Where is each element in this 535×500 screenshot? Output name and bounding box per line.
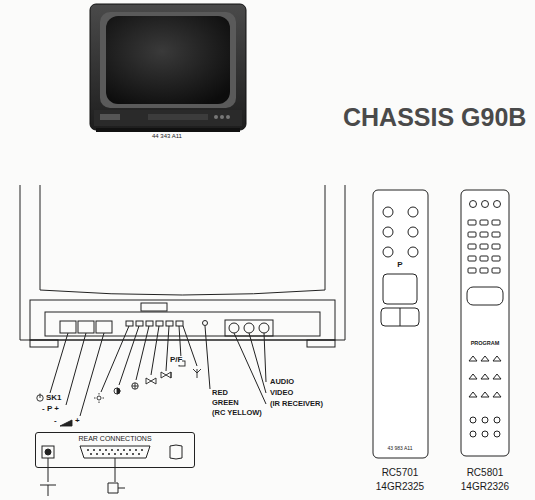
scart-pins (87, 449, 143, 455)
indicator-label: (RC YELLOW) (212, 409, 262, 417)
indicator-label: GREEN (212, 399, 239, 407)
remote-code: 43 983 A11 (388, 446, 413, 452)
remote-button (469, 374, 477, 379)
remote-button (480, 220, 488, 225)
indicator-label: RED (212, 389, 228, 397)
remote-button (468, 256, 476, 261)
remote-button (468, 244, 476, 249)
photo-code: 44 343 A11 (152, 133, 182, 140)
remote-model: RC5801 (467, 467, 504, 478)
control-label: - P + (42, 405, 59, 414)
remote-button (494, 431, 500, 437)
remote-button (482, 431, 488, 437)
socket-label: (IR RECEIVER) (270, 400, 323, 408)
remote-button (480, 256, 488, 261)
scart-pin (102, 453, 104, 455)
scart-pin (138, 453, 140, 455)
front-view (20, 185, 345, 416)
remote-button (470, 417, 476, 423)
scart-pin (141, 449, 143, 451)
remote-key-label: PROGRAM (471, 340, 500, 346)
scart-pin (123, 449, 125, 451)
socket-label: VIDEO (270, 389, 293, 397)
remote-button (469, 356, 477, 361)
remote-button (492, 256, 500, 261)
control-label: P/F (170, 356, 182, 365)
remote-button (494, 417, 500, 423)
remote-button (480, 268, 488, 273)
remote-key-label: P (397, 261, 402, 270)
scart-pin (120, 453, 122, 455)
remote-model: 14GR2325 (376, 481, 424, 492)
remote-button (468, 268, 476, 273)
rear-panel-box: REAR CONNECTIONS (35, 432, 195, 468)
remote-button (493, 374, 501, 379)
scart-pin (90, 453, 92, 455)
panel-heading: REAR CONNECTIONS (36, 433, 194, 443)
remote-rc5701 (373, 190, 428, 458)
scart-pin (129, 449, 131, 451)
remote-button (481, 392, 489, 397)
socket-label: AUDIO (270, 378, 294, 386)
scart-pin (111, 449, 113, 451)
remote-button (492, 220, 500, 225)
remote-model: RC5701 (382, 467, 419, 478)
scart-pin (132, 453, 134, 455)
tv-photo (90, 4, 246, 132)
remote-model: 14GR2326 (461, 481, 509, 492)
remote-button (493, 392, 501, 397)
scart-pin (87, 449, 89, 451)
scart-pin (99, 449, 101, 451)
control-label: - (54, 417, 57, 426)
remote-button (470, 201, 477, 208)
remote-button (481, 374, 489, 379)
scart-pin (96, 453, 98, 455)
control-label: SK1 (46, 394, 62, 403)
remote-button (467, 287, 503, 305)
remote-button (482, 417, 488, 423)
remote-button (482, 201, 489, 208)
scart-pin (93, 449, 95, 451)
remote-button (468, 220, 476, 225)
scart-pin (117, 449, 119, 451)
remote-button (494, 201, 501, 208)
chassis-title: CHASSIS G90B (343, 104, 526, 132)
remote-button (468, 232, 476, 237)
remote-button (470, 431, 476, 437)
scart-pin (105, 449, 107, 451)
remote-button (480, 244, 488, 249)
remote-rc5801 (461, 190, 509, 456)
scart-pin (135, 449, 137, 451)
remote-button (492, 244, 500, 249)
remote-button (493, 356, 501, 361)
remote-button (469, 392, 477, 397)
scart-pin (114, 453, 116, 455)
control-label: + (75, 417, 80, 426)
rear-connectors (40, 445, 182, 496)
control-symbols (37, 361, 201, 426)
scart-pin (126, 453, 128, 455)
scart-pin (108, 453, 110, 455)
remote-button (492, 232, 500, 237)
remote-button (480, 232, 488, 237)
remote-button (492, 268, 500, 273)
remote-button (481, 356, 489, 361)
